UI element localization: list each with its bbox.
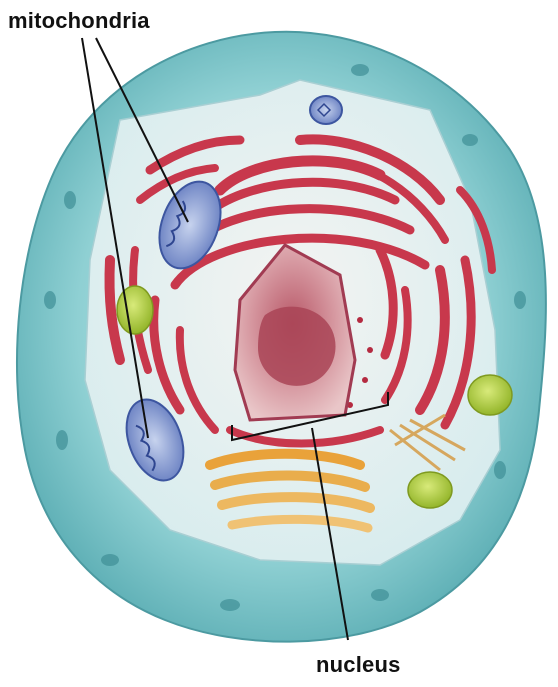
mitochondria-label: mitochondria	[8, 8, 150, 34]
organelle-green-left	[117, 286, 153, 334]
organelle-green-right	[468, 375, 512, 415]
organelle-green-bottom	[408, 472, 452, 508]
nucleus-label: nucleus	[316, 652, 401, 678]
mitochondrion-small	[310, 96, 342, 124]
